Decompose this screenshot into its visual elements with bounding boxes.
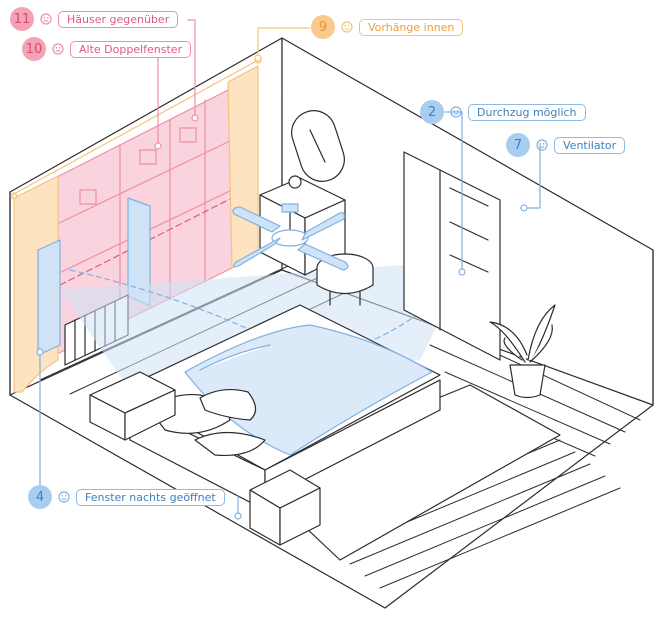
callout-10: 10 Alte Doppelfenster xyxy=(22,37,192,61)
sad-face-icon xyxy=(40,13,52,25)
callout-number: 4 xyxy=(28,485,52,509)
callout-4: 4 Fenster nachts geöffnet xyxy=(28,485,225,509)
callout-label: Durchzug möglich xyxy=(468,103,586,121)
callout-number: 10 xyxy=(22,37,46,61)
callout-number: 2 xyxy=(420,100,444,124)
plant xyxy=(489,304,556,399)
callout-label: Fenster nachts geöffnet xyxy=(76,488,225,506)
nightstand xyxy=(249,469,321,546)
happy-face-icon xyxy=(58,491,70,503)
neutral-face-icon xyxy=(341,21,353,33)
wardrobe xyxy=(403,151,501,361)
callout-9: 9 Vorhänge innen xyxy=(311,15,464,39)
callout-label: Ventilator xyxy=(554,136,626,154)
leader-lines xyxy=(36,19,541,520)
bed xyxy=(119,304,441,511)
callout-label: Vorhänge innen xyxy=(359,18,464,36)
callout-number: 7 xyxy=(506,133,530,157)
callout-11: 11 Häuser gegenüber xyxy=(10,7,179,31)
happy-face-icon xyxy=(536,139,548,151)
bench xyxy=(89,371,176,441)
callout-number: 11 xyxy=(10,7,34,31)
callout-7: 7 Ventilator xyxy=(506,133,626,157)
mirror xyxy=(291,110,345,182)
callout-2: 2 Durchzug möglich xyxy=(420,100,586,124)
callout-label: Häuser gegenüber xyxy=(58,10,179,28)
callout-number: 9 xyxy=(311,15,335,39)
ceiling-fan xyxy=(232,203,349,271)
callout-label: Alte Doppelfenster xyxy=(70,40,192,58)
sad-face-icon xyxy=(52,43,64,55)
happy-face-icon xyxy=(450,106,462,118)
